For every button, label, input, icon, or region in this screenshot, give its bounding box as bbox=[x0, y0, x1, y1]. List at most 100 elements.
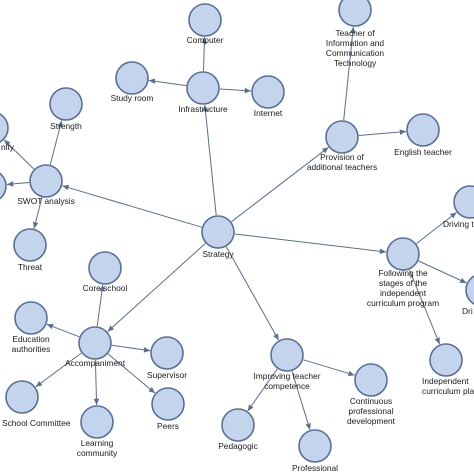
node-accompaniment[interactable]: Accompaniment bbox=[65, 326, 126, 368]
node-circle-school-committee[interactable] bbox=[5, 380, 39, 414]
node-circle-provision[interactable] bbox=[325, 120, 359, 154]
node-circle-cpd[interactable] bbox=[354, 363, 388, 397]
edges-layer bbox=[3, 26, 467, 430]
node-label-independent-platform: curriculum platfor bbox=[422, 386, 474, 396]
node-strength[interactable]: Strength bbox=[49, 87, 83, 131]
node-circle-education-authorities[interactable] bbox=[14, 301, 48, 335]
edge-infrastructure-to-internet bbox=[219, 87, 252, 94]
node-circle-internet[interactable] bbox=[251, 75, 285, 109]
node-computer[interactable]: Computer bbox=[187, 3, 224, 45]
edge-strategy-to-provision bbox=[231, 146, 329, 223]
node-circle-dri[interactable] bbox=[465, 274, 474, 306]
node-circle-threat[interactable] bbox=[13, 228, 47, 262]
node-label-supervisor: Supervisor bbox=[147, 370, 187, 380]
node-driving[interactable]: Driving t bbox=[443, 185, 474, 229]
node-professional[interactable]: Professional bbox=[292, 429, 338, 473]
node-label-following: curriculum program bbox=[367, 298, 439, 308]
node-circle-improving[interactable] bbox=[270, 338, 304, 372]
edge-accompaniment-to-education-authorities bbox=[46, 323, 80, 338]
node-circle-study-room[interactable] bbox=[115, 61, 149, 95]
node-circle-computer[interactable] bbox=[188, 3, 222, 37]
node-label-dri: Dri bbox=[462, 306, 473, 316]
node-circle-swot[interactable] bbox=[29, 164, 63, 198]
node-label-infrastructure: Infrastructure bbox=[178, 104, 228, 114]
node-circle-english-teacher[interactable] bbox=[406, 113, 440, 147]
node-label-swot: SWOT analysis bbox=[17, 196, 75, 206]
node-supervisor[interactable]: Supervisor bbox=[147, 336, 187, 380]
node-label-improving: Improving teacher bbox=[253, 371, 320, 381]
node-circle-strength[interactable] bbox=[49, 87, 83, 121]
node-dri[interactable]: Dri bbox=[462, 274, 474, 316]
node-label-provision: additional teachers bbox=[307, 162, 377, 172]
node-school-committee[interactable]: School Committee bbox=[2, 380, 71, 428]
node-label-learning-community: Learning bbox=[81, 438, 114, 448]
node-opportunity[interactable]: nity bbox=[0, 112, 15, 152]
edge-strategy-to-swot bbox=[62, 184, 202, 228]
node-label-strategy: Strategy bbox=[202, 249, 234, 259]
node-label-following: Following the bbox=[378, 268, 428, 278]
edge-infrastructure-to-study-room bbox=[148, 78, 187, 87]
node-label-improving: competence bbox=[264, 381, 310, 391]
node-label-pedagogic: Pedagogic bbox=[218, 441, 258, 451]
node-label-driving: Driving t bbox=[443, 219, 474, 229]
node-english-teacher[interactable]: English teacher bbox=[394, 113, 452, 157]
node-circle-driving[interactable] bbox=[453, 185, 474, 219]
edge-accompaniment-to-learning-community bbox=[93, 359, 100, 406]
node-circle-pedagogic[interactable] bbox=[221, 408, 255, 442]
node-peers[interactable]: Peers bbox=[151, 387, 185, 431]
node-circle-learning-community[interactable] bbox=[80, 405, 114, 439]
edge-provision-to-ict-teacher bbox=[343, 26, 356, 121]
node-circle-independent-platform[interactable] bbox=[429, 343, 463, 377]
node-circle-following[interactable] bbox=[386, 237, 420, 271]
node-core-school[interactable]: Core school bbox=[83, 251, 128, 293]
node-circle-supervisor[interactable] bbox=[150, 336, 184, 370]
node-label-study-room: Study room bbox=[111, 93, 154, 103]
edge-improving-to-professional bbox=[291, 371, 311, 430]
node-label-core-school: Core school bbox=[83, 283, 128, 293]
node-circle-opportunity[interactable] bbox=[0, 112, 9, 144]
node-label-ict-teacher: Communication bbox=[326, 48, 385, 58]
edge-swot-to-strength bbox=[49, 120, 63, 165]
node-label-education-authorities: Education bbox=[12, 334, 50, 344]
node-circle-accompaniment[interactable] bbox=[78, 326, 112, 360]
edge-improving-to-cpd bbox=[303, 359, 355, 377]
edge-strategy-to-following bbox=[234, 233, 387, 255]
node-threat[interactable]: Threat bbox=[13, 228, 47, 272]
node-circle-ict-teacher[interactable] bbox=[338, 0, 372, 27]
edge-swot-to-threat bbox=[32, 197, 43, 229]
node-circle-infrastructure[interactable] bbox=[186, 71, 220, 105]
edge-following-to-driving bbox=[416, 212, 457, 244]
node-circle-weakness[interactable] bbox=[0, 170, 7, 202]
node-swot[interactable]: SWOT analysis bbox=[17, 164, 75, 206]
node-label-accompaniment: Accompaniment bbox=[65, 358, 126, 368]
node-weakness[interactable] bbox=[0, 170, 7, 202]
node-label-following: independent bbox=[380, 288, 427, 298]
edge-swot-to-weakness bbox=[6, 181, 30, 187]
node-label-professional: Professional bbox=[292, 463, 338, 473]
node-label-independent-platform: Independent bbox=[422, 376, 469, 386]
node-label-cpd: Continuous bbox=[350, 396, 392, 406]
node-label-peers: Peers bbox=[157, 421, 179, 431]
node-internet[interactable]: Internet bbox=[251, 75, 285, 118]
node-circle-strategy[interactable] bbox=[201, 215, 235, 249]
node-pedagogic[interactable]: Pedagogic bbox=[218, 408, 258, 451]
node-label-cpd: professional bbox=[348, 406, 393, 416]
node-circle-professional[interactable] bbox=[298, 429, 332, 463]
node-infrastructure[interactable]: Infrastructure bbox=[178, 71, 228, 114]
edge-strategy-to-improving bbox=[225, 246, 280, 341]
node-circle-peers[interactable] bbox=[151, 387, 185, 421]
node-circle-core-school[interactable] bbox=[88, 251, 122, 285]
edge-strategy-to-infrastructure bbox=[202, 104, 217, 216]
node-study-room[interactable]: Study room bbox=[111, 61, 154, 103]
node-strategy[interactable]: Strategy bbox=[201, 215, 235, 259]
